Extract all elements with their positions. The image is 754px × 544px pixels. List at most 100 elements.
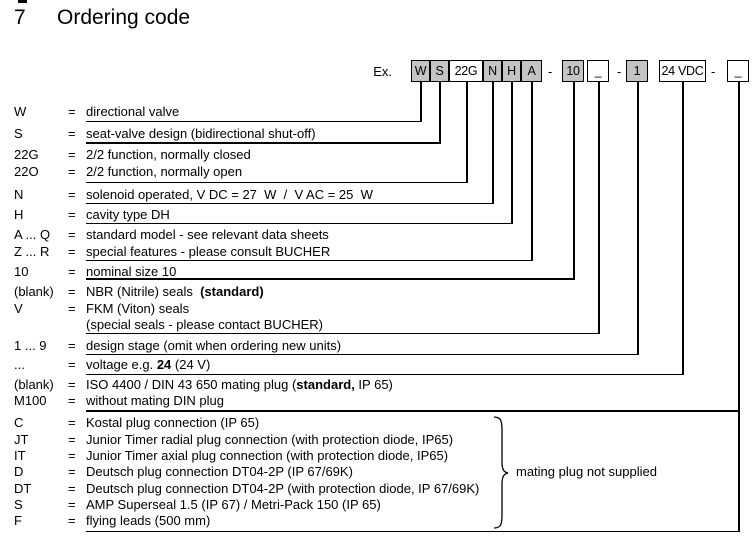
connector-vertical — [637, 82, 639, 355]
row-equals: = — [68, 481, 76, 496]
row-code: H — [14, 207, 24, 222]
row-code: A ... Q — [14, 227, 51, 242]
row-code: DT — [14, 481, 32, 496]
brace-note: mating plug not supplied — [516, 464, 657, 479]
row-underline — [86, 222, 513, 224]
row-description: Kostal plug connection (IP 65) — [86, 415, 260, 430]
row-code: F — [14, 513, 22, 528]
ordering-row: DT=Deutsch plug connection DT04-2P (with… — [0, 481, 754, 498]
row-description: flying leads (500 mm) — [86, 513, 211, 528]
row-code: W — [14, 104, 27, 119]
connector-vertical — [492, 82, 494, 204]
row-description: directional valve — [86, 104, 180, 119]
row-code: JT — [14, 432, 29, 447]
connector-vertical — [573, 82, 575, 280]
ordering-row: 10=nominal size 10 — [0, 264, 754, 281]
row-code: S — [14, 497, 23, 512]
row-equals: = — [68, 301, 76, 316]
row-description: solenoid operated, V DC = 27 W / V AC = … — [86, 187, 373, 202]
ordering-row: 22G = 2/2 function, normally closed — [0, 147, 754, 164]
section-number: 7 — [14, 6, 26, 29]
code-separator: - — [548, 63, 553, 79]
connector-vertical — [598, 82, 600, 334]
code-box: N — [483, 60, 502, 82]
row-description: cavity type DH — [86, 207, 170, 222]
code-box: H — [502, 60, 521, 82]
row-equals: = — [68, 415, 76, 430]
ordering-row: F = flying leads (500 mm) — [0, 513, 754, 530]
row-equals: = — [68, 104, 76, 119]
code-box: _ — [587, 60, 609, 82]
code-box: 10 — [562, 60, 584, 82]
row-description: design stage (omit when ordering new uni… — [86, 338, 342, 353]
row-equals: = — [68, 338, 76, 353]
row-equals: = — [68, 244, 76, 259]
row-description: AMP Superseal 1.5 (IP 67) / Metri-Pack 1… — [86, 497, 381, 512]
code-box: 22G — [449, 60, 483, 82]
code-separator: - — [617, 63, 622, 79]
row-description: ISO 4400 / DIN 43 650 mating plug (stand… — [86, 377, 393, 392]
bottom-rule — [86, 530, 740, 532]
row-code: 10 — [14, 264, 29, 279]
ordering-row: M100=without mating DIN plug — [0, 393, 754, 410]
row-description: Deutsch plug connection DT04-2P (IP 67/6… — [86, 464, 353, 479]
row-equals: = — [68, 357, 76, 372]
example-label: Ex. — [373, 64, 392, 79]
ordering-row: V=FKM (Viton) seals — [0, 301, 754, 318]
ordering-row: C=Kostal plug connection (IP 65) — [0, 415, 754, 432]
row-underline — [86, 202, 494, 204]
ordering-row: (blank)=ISO 4400 / DIN 43 650 mating plu… — [0, 377, 754, 394]
connector-vertical — [682, 82, 684, 375]
row-underline — [86, 410, 740, 412]
row-code: 1 ... 9 — [14, 338, 47, 353]
ordering-row: D=Deutsch plug connection DT04-2P (IP 67… — [0, 464, 754, 481]
ordering-row: A ... Q=standard model - see relevant da… — [0, 227, 754, 244]
row-equals: = — [68, 147, 76, 162]
row-underline — [86, 373, 684, 375]
row-equals: = — [68, 448, 76, 463]
row-equals: = — [68, 513, 76, 528]
code-box: S — [430, 60, 449, 82]
row-description: (special seals - please contact BUCHER) — [86, 317, 323, 332]
row-code: M100 — [14, 393, 47, 408]
row-code: D — [14, 464, 24, 479]
row-description: 2/2 function, normally closed — [86, 147, 251, 162]
row-description: seat-valve design (bidirectional shut-of… — [86, 126, 316, 141]
row-equals: = — [68, 207, 76, 222]
row-underline — [86, 259, 533, 261]
ordering-row: 22O=2/2 function, normally open — [0, 164, 754, 181]
connector-vertical — [439, 82, 441, 144]
row-code: S — [14, 126, 23, 141]
code-separator: - — [711, 63, 716, 79]
ordering-row: IT=Junior Timer axial plug connection (w… — [0, 448, 754, 465]
row-code: Z ... R — [14, 244, 50, 259]
code-box: 24 VDC — [659, 60, 706, 82]
row-underline — [86, 120, 422, 122]
row-underline — [86, 353, 639, 355]
row-equals: = — [68, 187, 76, 202]
ordering-row: N = solenoid operated, V DC = 27 W / V AC … — [0, 187, 754, 204]
mating-plug-brace — [493, 416, 509, 529]
row-description: 2/2 function, normally open — [86, 164, 243, 179]
code-box: A — [521, 60, 542, 82]
row-code: (blank) — [14, 284, 54, 299]
row-equals: = — [68, 264, 76, 279]
code-box: 1 — [626, 60, 648, 82]
row-code: 22G — [14, 147, 39, 162]
row-underline — [86, 181, 468, 183]
row-description: NBR (Nitrile) seals (standard) — [86, 284, 264, 299]
row-equals: = — [68, 432, 76, 447]
ordering-row: W = directional valve — [0, 104, 754, 121]
connector-vertical — [466, 82, 468, 183]
ordering-row: (special seals - please contact BUCHER) — [0, 317, 754, 334]
row-code: N — [14, 187, 24, 202]
row-description: Junior Timer axial plug connection (with… — [86, 448, 449, 463]
connector-vertical — [420, 82, 422, 122]
row-description: special features - please consult BUCHER — [86, 244, 331, 259]
row-underline — [86, 278, 575, 280]
row-description: voltage e.g. 24 (24 V) — [86, 357, 211, 372]
row-underline — [86, 142, 441, 144]
page-title: Ordering code — [57, 6, 191, 29]
ordering-row: H = cavity type DH — [0, 207, 754, 224]
